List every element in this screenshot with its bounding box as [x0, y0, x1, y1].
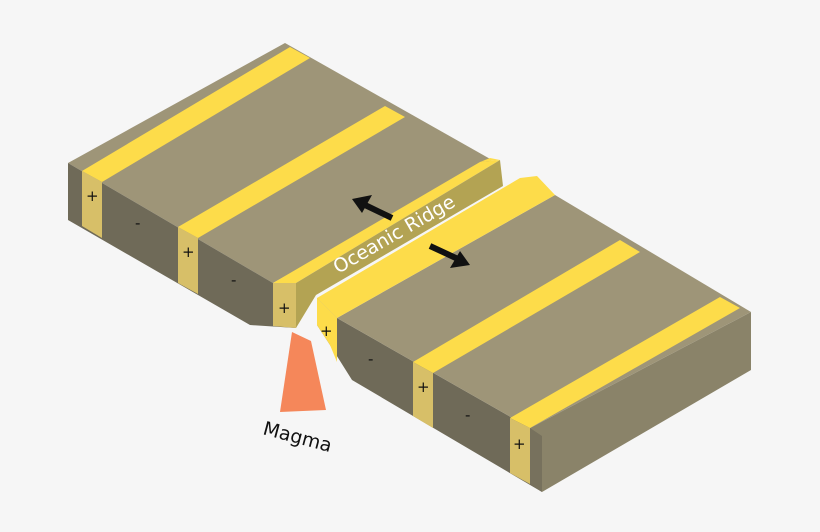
arrow-left-icon [352, 195, 394, 221]
ridge-cap [480, 158, 500, 162]
right-stripe-3-front [510, 418, 530, 484]
polarity-label: - [135, 214, 140, 232]
polarity-label: + [513, 435, 526, 453]
right-crust-block [317, 176, 751, 492]
left-stripe-2-top [178, 106, 405, 238]
right-stripe-2-top [413, 240, 640, 373]
polarity-label: - [368, 350, 373, 368]
ridge-crest-stripe-left [273, 160, 500, 283]
right-stripe-1-front [317, 298, 337, 362]
left-stripe-2-front [178, 227, 198, 294]
polarity-label: + [278, 299, 291, 317]
polarity-label: + [320, 322, 333, 340]
magma-label: Magma [261, 418, 335, 457]
left-stripe-1-front [82, 171, 102, 238]
polarity-label: + [86, 187, 99, 205]
polarity-label: - [465, 406, 470, 424]
ridge-wall [296, 160, 503, 328]
spreading-arrows [352, 195, 470, 268]
left-stripe-1-top [82, 47, 310, 182]
left-block-top [68, 43, 492, 283]
right-stripe-2-front [413, 362, 433, 428]
ridge-stripe-front [273, 283, 296, 328]
left-crust-block [68, 43, 503, 328]
polarity-label: - [231, 271, 236, 289]
polarity-label: + [417, 378, 430, 396]
polarity-labels: + - + - + + - + - + [86, 187, 526, 453]
polarity-label: + [182, 243, 195, 261]
right-stripe-3-top [510, 297, 740, 428]
arrow-right-icon [428, 243, 470, 268]
right-block-side [530, 312, 751, 492]
right-block-front-end [530, 428, 542, 492]
right-block-top [337, 195, 751, 428]
magma-plume [280, 332, 326, 412]
